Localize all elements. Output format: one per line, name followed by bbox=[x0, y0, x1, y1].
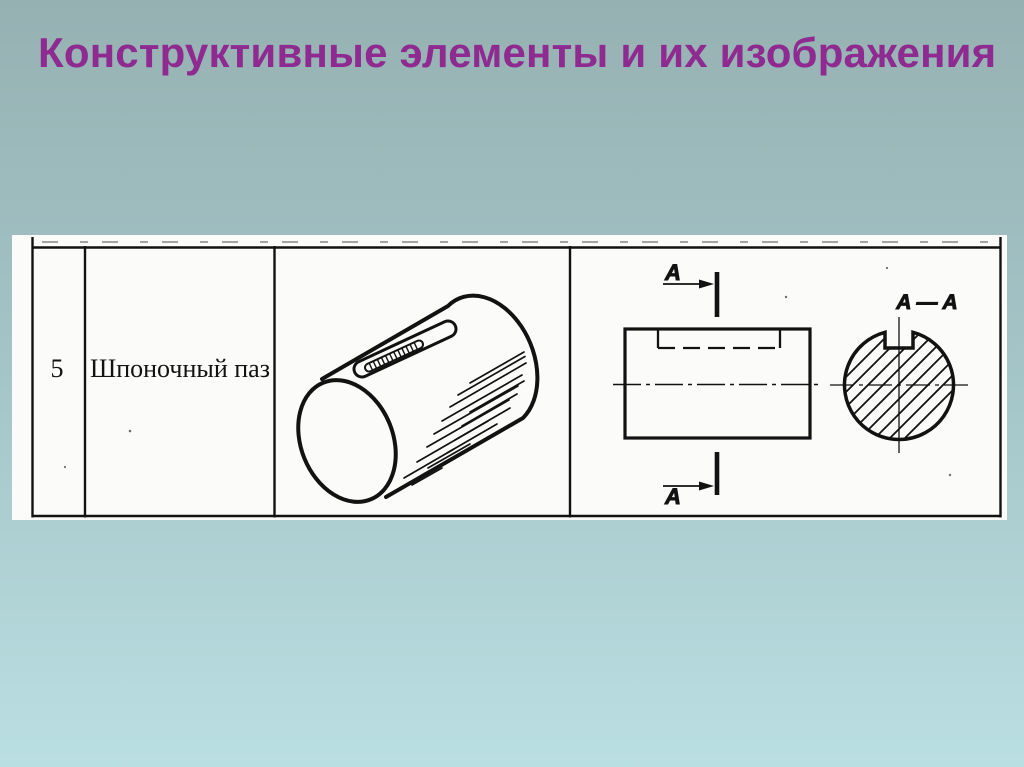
keyway-hidden-lines bbox=[656, 330, 782, 350]
section-label: A — A bbox=[895, 291, 957, 314]
cutting-plane-label-top: A bbox=[664, 260, 681, 285]
slide-title: Конструктивные элементы и их изображения bbox=[38, 29, 997, 76]
table-scan: 5 Шпоночный паз bbox=[12, 235, 1007, 520]
cutting-plane-label-bottom: A bbox=[664, 484, 681, 509]
section-view: A — A bbox=[830, 291, 968, 453]
row-label: Шпоночный паз bbox=[90, 354, 270, 383]
section-hatch bbox=[844, 332, 954, 440]
cutting-plane-top bbox=[663, 272, 720, 317]
table-row-drawing: 5 Шпоночный паз bbox=[31, 237, 1002, 518]
slot-hatch bbox=[368, 341, 419, 371]
shading-lines bbox=[403, 351, 527, 486]
side-view: A A bbox=[613, 260, 822, 510]
scan-specks bbox=[63, 266, 952, 477]
row-number: 5 bbox=[51, 354, 64, 383]
cutting-plane-bottom bbox=[663, 452, 720, 495]
section-outline bbox=[842, 330, 956, 442]
isometric-view bbox=[296, 293, 540, 504]
keyway-slot bbox=[352, 319, 458, 379]
table-borders bbox=[31, 237, 1002, 518]
